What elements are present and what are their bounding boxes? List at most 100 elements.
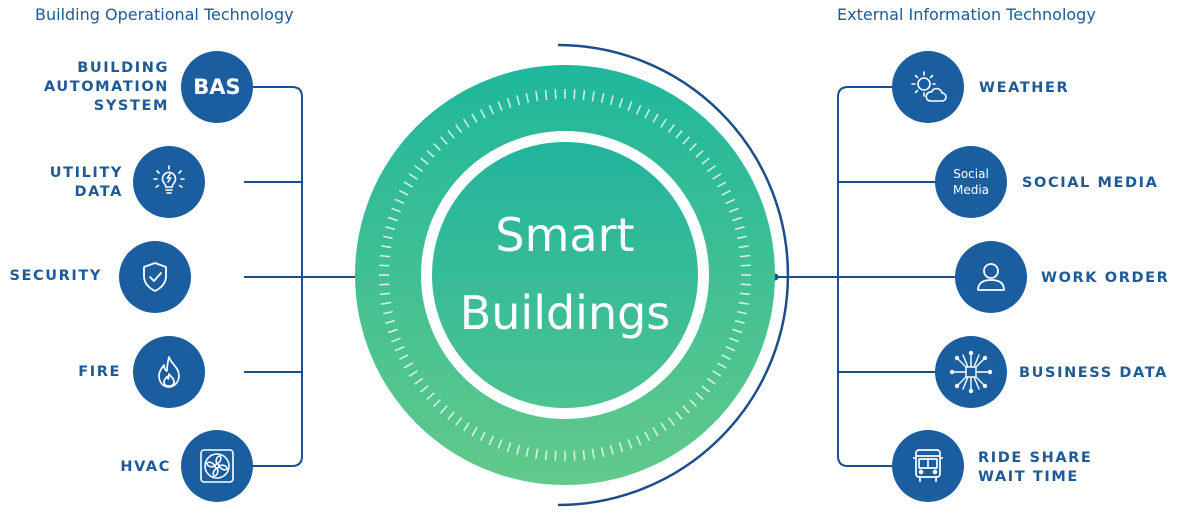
bas-node[interactable]: BAS [181, 51, 253, 123]
hub-tick-mark [506, 97, 512, 108]
hub-tick-mark [627, 439, 633, 449]
bas-label: BUILDING AUTOMATION SYSTEM [44, 59, 169, 116]
hub-tick-mark [403, 362, 413, 369]
hub-tick-mark [439, 405, 448, 414]
hub-tick-mark [394, 198, 405, 205]
hub-tick-mark [554, 89, 557, 100]
person-icon [973, 259, 1009, 295]
hub-tick-mark [609, 444, 614, 455]
right-header: External Information Technology [837, 5, 1096, 24]
work-order-node[interactable] [955, 241, 1027, 313]
social-media-badge-line2: Media [952, 183, 990, 197]
hub-tick-mark [408, 370, 418, 377]
hub-tick-mark [403, 181, 413, 188]
work-order-label-line1: WORK ORDER [1041, 270, 1170, 286]
hub-tick-mark [394, 345, 405, 352]
hub-tick-mark [497, 439, 503, 449]
hub-tick-mark [737, 310, 748, 315]
hub-tick-mark [600, 92, 605, 103]
lightbulb-icon [151, 164, 187, 200]
hub-tick-mark [609, 95, 614, 106]
hub-tick-mark [734, 226, 745, 231]
hub-tick-mark [426, 392, 435, 401]
hub-tick-mark [414, 377, 424, 385]
business-data-node[interactable] [935, 336, 1007, 408]
hub-tick-mark [544, 449, 548, 461]
hub-tick-mark [479, 431, 486, 442]
hub-tick-mark [712, 370, 722, 377]
hub-tick-mark [455, 416, 463, 426]
hvac-label-line1: HVAC [120, 459, 171, 475]
hub-tick-mark [721, 189, 732, 196]
hub-tick-mark [414, 165, 424, 173]
hub-tick-mark [725, 345, 736, 352]
hub-tick-mark [667, 416, 675, 426]
security-node[interactable] [119, 241, 191, 313]
bus-icon [911, 447, 945, 485]
utility-label-line1: UTILITY [49, 165, 123, 181]
hub-tick-mark [379, 254, 391, 258]
social-media-label-line1: SOCIAL MEDIA [1022, 175, 1159, 191]
fan-icon [198, 447, 236, 485]
hub-tick-mark [573, 89, 576, 100]
utility-data-node[interactable] [133, 146, 205, 218]
shield-check-icon [139, 260, 171, 294]
hub-tick-mark [627, 101, 633, 111]
hub-tick-mark [738, 301, 749, 305]
hub-tick-mark [635, 104, 642, 115]
hub-tick-mark [688, 398, 698, 408]
business-data-label-line1: BUSINESS DATA [1019, 365, 1168, 381]
hub-tick-mark [701, 385, 710, 393]
hub-tick-mark [729, 337, 739, 343]
hub-inner-disc [432, 142, 698, 408]
hub-tick-mark [682, 136, 691, 145]
hub-outer-arc [557, 43, 790, 507]
hub-tick-mark [432, 142, 442, 152]
utility-label-line2: DATA [74, 184, 123, 200]
hub-tick-mark [739, 254, 751, 258]
hub-tick-mark [732, 328, 743, 334]
hub-tick-mark [439, 136, 448, 145]
social-media-node[interactable]: Social Media [935, 146, 1007, 218]
security-label: SECURITY [9, 267, 102, 286]
hub-tick-mark [660, 422, 667, 432]
hub-tick-mark [740, 264, 751, 267]
hub-tick-mark [420, 157, 429, 165]
social-media-label: SOCIAL MEDIA [1022, 174, 1159, 193]
hub-tick-mark [381, 301, 392, 305]
hub-tick-mark [432, 398, 442, 408]
hub-tick-mark [717, 181, 727, 188]
ride-share-node[interactable] [892, 430, 964, 502]
hvac-node[interactable] [181, 430, 253, 502]
hub-tick-mark [717, 362, 727, 369]
hub-tick-mark [675, 411, 683, 420]
ride-share-label-line2: WAIT TIME [978, 469, 1079, 485]
work-order-label: WORK ORDER [1041, 269, 1169, 288]
weather-node[interactable] [892, 51, 964, 123]
hub-tick-mark [525, 447, 530, 458]
bas-label-line2: AUTOMATION [43, 79, 169, 95]
hub-tick-mark [582, 449, 586, 461]
fire-node[interactable] [133, 336, 205, 408]
hub-tick-mark [408, 173, 418, 180]
hub-tick-mark [379, 292, 391, 296]
hub-tick-mark [479, 108, 486, 119]
hub-tick-mark [525, 92, 530, 103]
hub-tick-mark [463, 118, 470, 128]
hub-tick-mark [554, 450, 557, 461]
hub-tick-mark [695, 392, 704, 401]
hub-tick-mark [391, 207, 401, 213]
hub-tick-mark [701, 157, 710, 165]
hub-tick-mark [688, 142, 698, 152]
hub-tick-mark [732, 216, 743, 222]
utility-data-label: UTILITY DATA [50, 164, 123, 202]
hub-tick-mark [635, 435, 642, 446]
hub-tick-mark [379, 283, 390, 286]
hub-tick-mark [488, 435, 495, 446]
hub-title-line2: Buildings [459, 286, 671, 340]
hub-tick-mark [652, 113, 659, 123]
hub-tick-mark [382, 310, 393, 315]
hub-tick-mark [729, 207, 739, 213]
bas-label-line1: BUILDING [77, 60, 169, 76]
